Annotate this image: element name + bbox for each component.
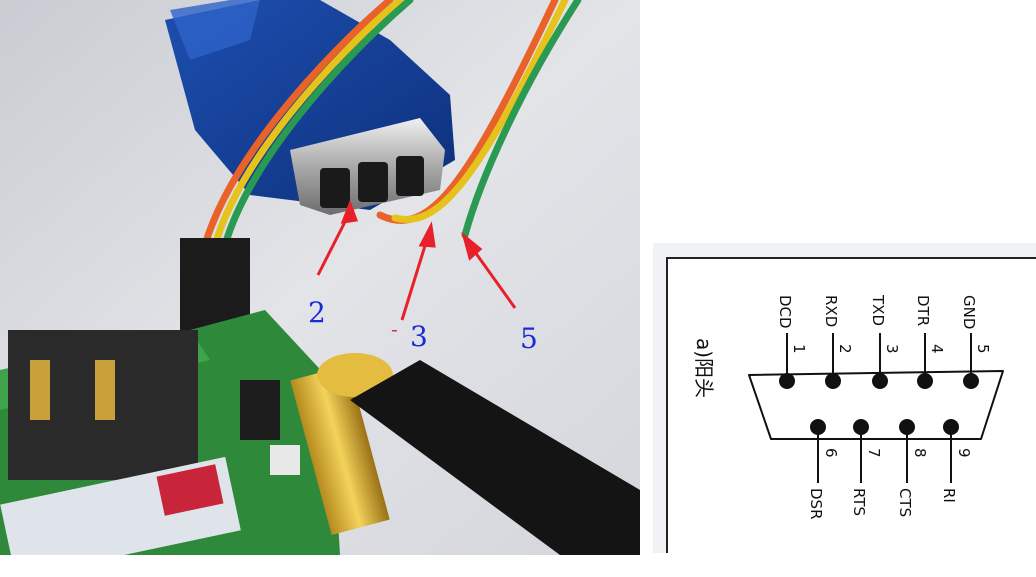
pin-7-signal: RTS — [850, 488, 868, 516]
pin-3-number: 3 — [883, 344, 901, 354]
pin-3-signal: TXD — [869, 294, 887, 326]
pin-2-signal: RXD — [822, 295, 840, 327]
red-arrows — [316, 199, 517, 321]
label-pin-3: 3 — [410, 320, 428, 353]
pin-5-number: 5 — [974, 344, 992, 354]
pin-1-signal: DCD — [776, 295, 794, 329]
pin-1-number: 1 — [790, 344, 808, 354]
label-minus: - — [391, 317, 398, 341]
pin-6-number: 6 — [822, 448, 840, 458]
bottom-pins — [810, 419, 959, 483]
db9-pinout-diagram: a)阳头 DCD 1 RXD 2 TXD 3 DTR 4 GND 5 6 DSR… — [653, 243, 1036, 553]
pcb-board — [0, 310, 340, 555]
pin-8-signal: CTS — [896, 488, 914, 517]
pin-7-number: 7 — [865, 448, 883, 458]
arrow-pin-5 — [468, 244, 517, 309]
arrow-pin-3 — [400, 235, 430, 321]
diagram-side-label: a)阳头 — [692, 338, 716, 398]
pin-6-signal: DSR — [807, 488, 825, 520]
pin-9-number: 9 — [955, 448, 973, 458]
pin-4-signal: DTR — [914, 295, 932, 326]
diagram-frame — [666, 257, 1036, 553]
connector-photo: 2 - 3 5 — [0, 0, 640, 555]
top-pins — [779, 333, 979, 389]
connector-outline — [748, 370, 1004, 440]
antenna — [290, 353, 640, 555]
pin-2-number: 2 — [836, 344, 854, 354]
pin-8-number: 8 — [911, 448, 929, 458]
pin-9-signal: RI — [940, 488, 958, 503]
label-pin-2: 2 — [308, 296, 326, 329]
wires — [201, 0, 582, 249]
pin-5-signal: GND — [960, 295, 978, 329]
label-pin-5: 5 — [520, 322, 538, 355]
pin-4-number: 4 — [928, 344, 946, 354]
